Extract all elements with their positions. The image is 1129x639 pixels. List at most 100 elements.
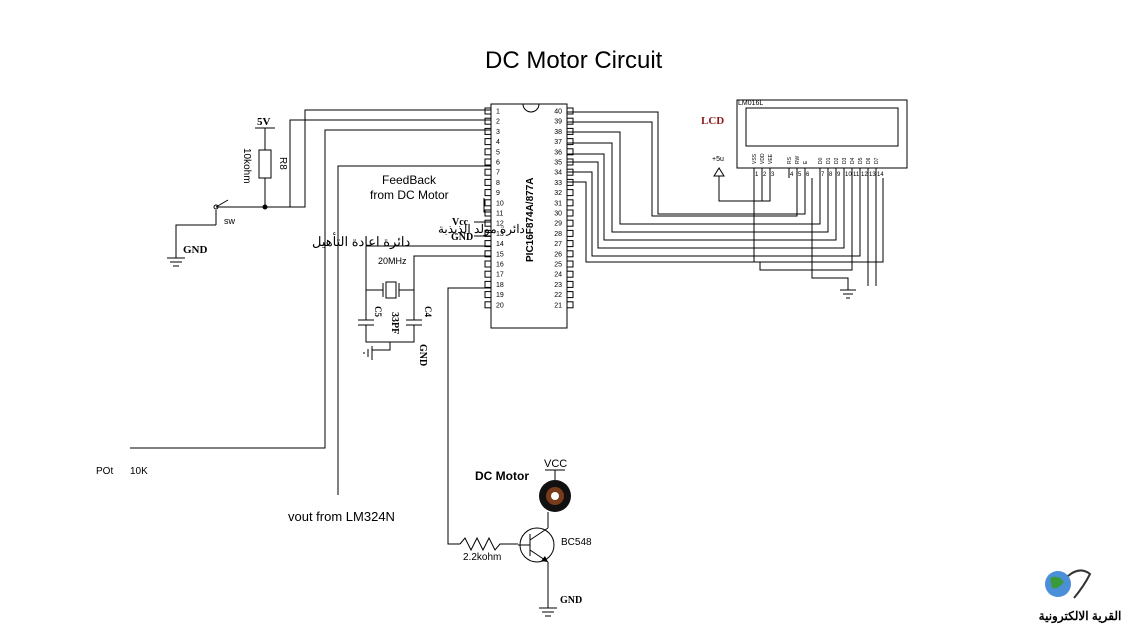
lcd-pin-number: 1 [755, 172, 759, 178]
lcd-pin-name: D0 [818, 157, 824, 164]
chip-pin-number: 13 [496, 231, 504, 238]
chip-pin-number: 33 [554, 180, 562, 187]
oscillator-circuit: دائرة مولد الذبذبة Vcc GND 20MHz C5 C4 3… [358, 198, 525, 366]
chip-pin-number: 2 [496, 119, 500, 126]
chip-pin-number: 36 [554, 149, 562, 156]
chip-pin-number: 20 [496, 302, 504, 309]
chip-pin-number: 18 [496, 282, 504, 289]
chip-pin-number: 34 [554, 170, 562, 177]
lcd-module: LM016L LCD VSS1VDD2VEE3RS4RW5E6D07D18D29… [701, 99, 908, 202]
switch-contact [213, 204, 219, 210]
chip-pin-number: 10 [496, 200, 504, 207]
analog-inputs: POt 10K vout from LM324N FeedBack from D… [96, 129, 491, 524]
switch-label: sw [224, 216, 236, 226]
lcd-pin-number: 5 [798, 172, 802, 178]
reset-node [262, 204, 268, 210]
lcd-pin-number: 2 [763, 172, 767, 178]
chip-pin-box [566, 240, 574, 248]
lcd-pin-number: 6 [806, 172, 810, 178]
lcd-supply-label: +5u [712, 156, 724, 163]
osc-ground-symbol [363, 346, 373, 360]
chip-pin-number: 12 [496, 221, 504, 228]
vout-label: vout from LM324N [288, 509, 395, 524]
chip-pin-number: 26 [554, 251, 562, 258]
motor-ground-symbol [539, 562, 557, 617]
reset-ground-symbol [167, 257, 185, 267]
chip-pin-box [484, 148, 492, 156]
pot-name: POt [96, 466, 113, 477]
chip-pin-number: 38 [554, 129, 562, 136]
chip-pin-box [566, 199, 574, 207]
lcd-pin-number: 12 [861, 172, 868, 178]
logo-text: القرية الالكترونية [1039, 609, 1122, 624]
lcd-pin-number: 4 [790, 172, 794, 178]
chip-pin-box [484, 199, 492, 207]
lcd-supply-arrow [713, 167, 725, 177]
chip-pin-box [484, 240, 492, 248]
lcd-pin-number: 13 [869, 172, 876, 178]
chip-pin-box [484, 219, 492, 227]
chip-pin-number: 32 [554, 190, 562, 197]
chip-pin-box [484, 189, 492, 197]
pot-value: 10K [130, 466, 148, 477]
lcd-pin-number: 7 [821, 172, 825, 178]
chip-gnd-label: GND [451, 232, 473, 243]
chip-pin-box [484, 291, 492, 299]
chip-pin-number: 9 [496, 190, 500, 197]
motor-label: DC Motor [475, 469, 529, 483]
chip-pin-box [566, 117, 574, 125]
site-logo: القرية الالكترونية [1039, 569, 1122, 624]
lcd-pin-name: D4 [850, 157, 856, 164]
chip-pin-box [484, 280, 492, 288]
chip-pin-box [484, 209, 492, 217]
feedback-line1: FeedBack [382, 173, 437, 187]
reset-resistor-ref: R8 [277, 157, 288, 170]
lcd-pin-name: E [803, 160, 809, 164]
lcd-label: LCD [701, 115, 724, 127]
chip-pin-number: 21 [554, 302, 562, 309]
chip-pin-number: 16 [496, 262, 504, 269]
chip-pin-number: 29 [554, 221, 562, 228]
lcd-header: LM016L [738, 100, 763, 107]
chip-pin-box [566, 229, 574, 237]
chip-pin-box [566, 107, 574, 115]
lcd-pin-name: D6 [866, 157, 872, 164]
lcd-pin-name: D7 [874, 157, 880, 164]
chip-pin-number: 6 [496, 160, 500, 167]
chip-pin-number: 25 [554, 262, 562, 269]
reset-resistor [258, 149, 272, 179]
chip-pin-number: 39 [554, 119, 562, 126]
chip-pin-box [566, 280, 574, 288]
chip-pin-number: 24 [554, 272, 562, 279]
chip-pin-number: 27 [554, 241, 562, 248]
chip-pin-number: 3 [496, 129, 500, 136]
reset-gnd-label: GND [183, 244, 208, 256]
lcd-pin-name: D3 [842, 157, 848, 164]
diagram-title: DC Motor Circuit [485, 47, 663, 74]
chip-pin-box [484, 250, 492, 258]
chip-pin-number: 35 [554, 160, 562, 167]
transistor-label: BC548 [561, 537, 592, 548]
lcd-pin-name: D5 [858, 157, 864, 164]
reset-resistor-value: 10kohm [241, 148, 252, 184]
chip-pin-box [566, 219, 574, 227]
lcd-pin-number: 3 [771, 172, 775, 178]
chip-pin-number: 37 [554, 139, 562, 146]
lcd-pin-number: 9 [837, 172, 841, 178]
chip-pin-box [566, 291, 574, 299]
chip-pin-box [484, 158, 492, 166]
motor-gnd-label: GND [560, 595, 582, 606]
crystal-label: 20MHz [378, 256, 407, 266]
chip-pin-box [566, 250, 574, 258]
lcd-screen [745, 107, 899, 147]
chip-pin-number: 22 [554, 292, 562, 299]
chip-pin-number: 17 [496, 272, 504, 279]
chip-pin-number: 4 [496, 139, 500, 146]
lcd-pin-number: 14 [877, 172, 884, 178]
chip-pin-number: 40 [554, 109, 562, 116]
chip-pin-box [484, 107, 492, 115]
chip-pin-box [484, 270, 492, 278]
